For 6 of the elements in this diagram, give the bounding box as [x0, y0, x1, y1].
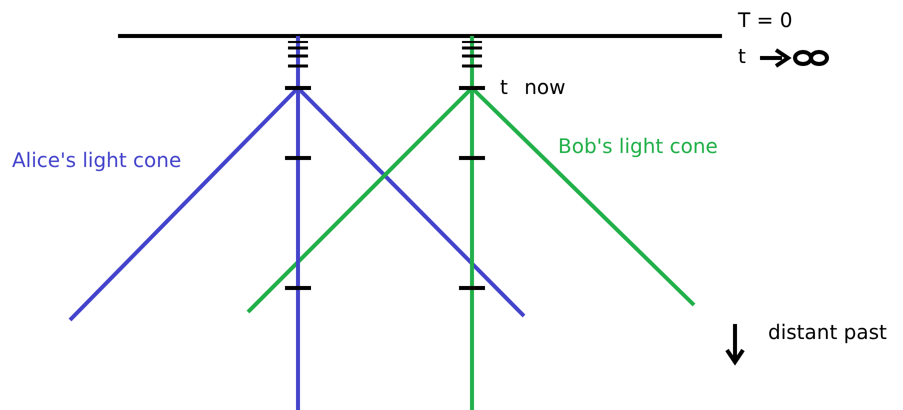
cone-label: Bob's light cone [558, 136, 718, 156]
cone-label: Alice's light cone [12, 150, 182, 170]
note-label: distant past [768, 322, 887, 342]
time-label: T = 0 [738, 10, 792, 30]
time-label: t now [500, 77, 566, 97]
time-label: t [738, 46, 746, 66]
